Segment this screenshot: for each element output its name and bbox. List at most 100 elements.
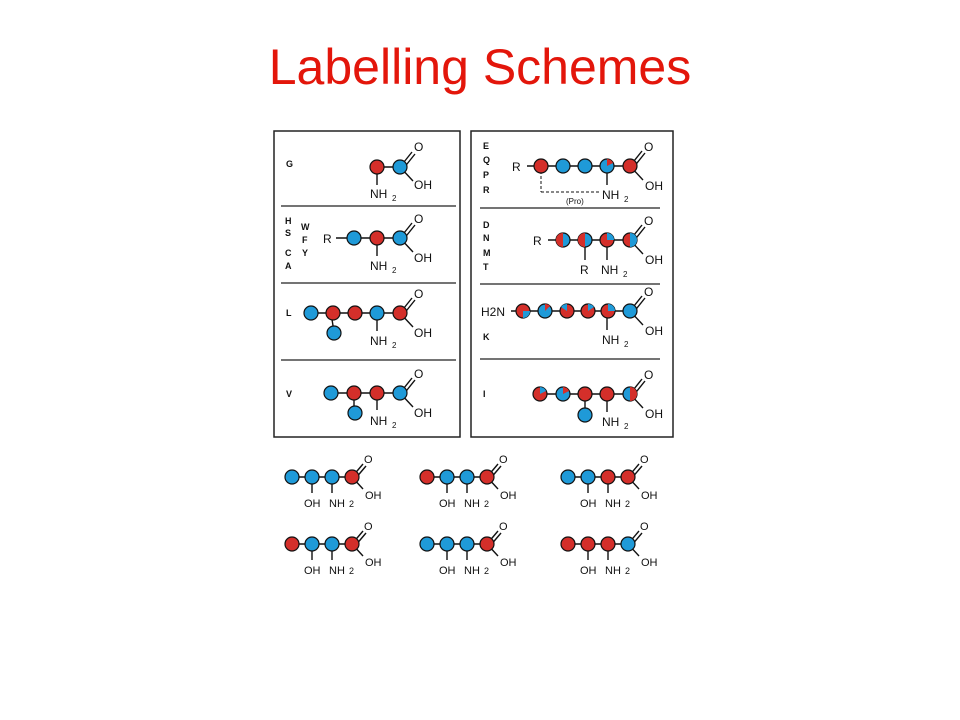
row-letter: V <box>286 389 292 399</box>
svg-text:2: 2 <box>484 499 489 509</box>
svg-text:OH: OH <box>365 557 382 569</box>
svg-text:OH: OH <box>304 565 321 577</box>
atom <box>479 469 495 485</box>
svg-text:O: O <box>364 521 373 533</box>
svg-text:OH: OH <box>439 498 456 510</box>
svg-text:O: O <box>644 214 653 228</box>
svg-text:O: O <box>364 454 373 466</box>
svg-text:NH: NH <box>601 263 618 277</box>
svg-text:NH: NH <box>329 565 345 577</box>
svg-text:2: 2 <box>392 341 397 350</box>
atom <box>620 469 636 485</box>
bottom-scheme: O OH OH NH 2 <box>284 521 382 577</box>
row-letter: D <box>483 220 490 230</box>
atom <box>324 469 340 485</box>
svg-text:OH: OH <box>645 179 663 193</box>
svg-text:O: O <box>414 212 423 226</box>
atom <box>600 469 616 485</box>
molecule-eqpr: R O OH NH 2 (Pro) <box>512 140 663 206</box>
svg-text:2: 2 <box>349 566 354 576</box>
svg-text:O: O <box>499 454 508 466</box>
svg-text:OH: OH <box>641 490 658 502</box>
molecule-dnmt: R R O OH NH 2 <box>533 214 663 279</box>
row-letter: M <box>483 248 491 258</box>
svg-text:2: 2 <box>624 422 629 431</box>
svg-text:OH: OH <box>580 498 597 510</box>
svg-text:R: R <box>323 232 332 246</box>
svg-text:2: 2 <box>624 340 629 349</box>
svg-text:OH: OH <box>365 490 382 502</box>
svg-text:2: 2 <box>349 499 354 509</box>
svg-text:NH: NH <box>602 415 619 429</box>
molecule-v: O OH NH 2 <box>323 367 432 430</box>
row-letter: A <box>285 261 292 271</box>
svg-text:2: 2 <box>623 270 628 279</box>
svg-text:H2N: H2N <box>481 305 505 319</box>
svg-text:OH: OH <box>645 407 663 421</box>
atom <box>419 536 435 552</box>
molecule-g: O OH NH 2 <box>369 140 432 203</box>
bottom-scheme: O OH OH NH 2 <box>284 454 382 510</box>
molecule-k: H2N O OH NH 2 <box>481 285 663 349</box>
atom <box>419 469 435 485</box>
svg-text:OH: OH <box>641 557 658 569</box>
atom <box>284 536 300 552</box>
row-letter: G <box>286 159 293 169</box>
atom <box>439 536 455 552</box>
svg-text:(Pro): (Pro) <box>566 197 584 206</box>
svg-text:O: O <box>640 521 649 533</box>
svg-text:OH: OH <box>645 324 663 338</box>
row-letter: R <box>483 185 490 195</box>
svg-text:NH: NH <box>370 334 387 348</box>
svg-text:O: O <box>644 140 653 154</box>
atom <box>344 469 360 485</box>
svg-text:NH: NH <box>605 565 621 577</box>
bottom-scheme: O OH OH NH 2 <box>560 521 658 577</box>
svg-text:OH: OH <box>645 253 663 267</box>
svg-text:OH: OH <box>580 565 597 577</box>
row-letter: K <box>483 332 490 342</box>
left-panel-frame <box>273 130 461 438</box>
row-letter: P <box>483 170 489 180</box>
svg-text:O: O <box>644 285 653 299</box>
row-letter: L <box>286 308 292 318</box>
svg-text:OH: OH <box>414 406 432 420</box>
row-letter: W <box>301 222 310 232</box>
molecule-l: O OH NH 2 <box>303 287 432 350</box>
atom <box>620 536 636 552</box>
svg-text:2: 2 <box>625 566 630 576</box>
svg-text:O: O <box>644 368 653 382</box>
molecule-hsca: R O OH NH 2 <box>323 212 432 275</box>
svg-text:OH: OH <box>304 498 321 510</box>
atom <box>580 536 596 552</box>
svg-text:NH: NH <box>329 498 345 510</box>
row-letter: T <box>483 262 489 272</box>
svg-text:O: O <box>414 367 423 381</box>
svg-text:OH: OH <box>439 565 456 577</box>
svg-text:2: 2 <box>484 566 489 576</box>
atom <box>304 536 320 552</box>
atom <box>560 469 576 485</box>
svg-text:2: 2 <box>392 421 397 430</box>
slide-title: Labelling Schemes <box>268 39 692 95</box>
atom <box>344 536 360 552</box>
row-letter: N <box>483 233 490 243</box>
row-letter: Y <box>302 248 308 258</box>
svg-text:NH: NH <box>370 259 387 273</box>
atom <box>324 536 340 552</box>
svg-text:NH: NH <box>602 333 619 347</box>
row-letter: I <box>483 389 486 399</box>
svg-text:2: 2 <box>392 266 397 275</box>
svg-text:O: O <box>414 287 423 301</box>
svg-text:R: R <box>580 263 589 277</box>
svg-text:2: 2 <box>625 499 630 509</box>
svg-text:NH: NH <box>464 498 480 510</box>
atom <box>560 536 576 552</box>
row-letter: C <box>285 248 292 258</box>
atom <box>284 469 300 485</box>
row-letter: Q <box>483 155 490 165</box>
svg-text:NH: NH <box>605 498 621 510</box>
